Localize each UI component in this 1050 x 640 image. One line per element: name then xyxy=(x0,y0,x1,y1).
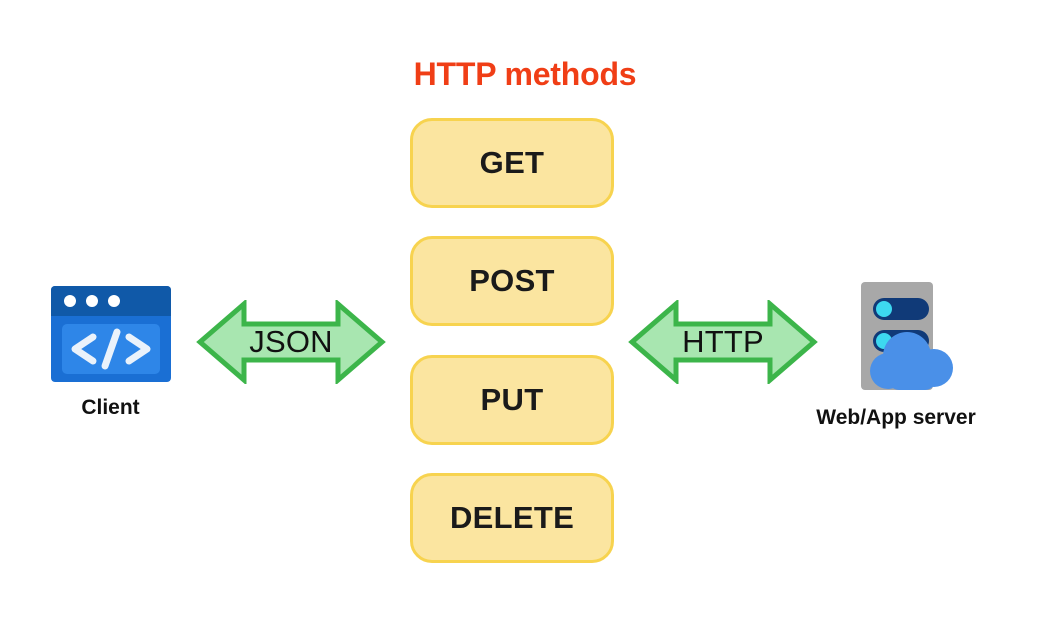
method-box-put[interactable]: PUT xyxy=(410,355,614,445)
server-node: Web/App server xyxy=(778,276,1014,430)
method-label: DELETE xyxy=(449,500,575,535)
method-label: GET xyxy=(479,145,545,180)
method-box-post[interactable]: POST xyxy=(410,236,614,326)
browser-code-icon xyxy=(50,286,171,382)
json-arrow: JSON xyxy=(196,300,386,384)
server-cloud-icon xyxy=(861,282,953,390)
page-title: HTTP methods xyxy=(413,56,637,92)
http-arrow-label: HTTP xyxy=(682,324,764,359)
client-node: Client xyxy=(38,286,183,420)
server-label: Web/App server xyxy=(816,406,976,429)
http-arrow: HTTP xyxy=(628,300,818,384)
method-label: POST xyxy=(469,263,555,298)
method-box-get[interactable]: GET xyxy=(410,118,614,208)
method-box-delete[interactable]: DELETE xyxy=(410,473,614,563)
method-label: PUT xyxy=(480,382,544,417)
json-arrow-label: JSON xyxy=(249,324,333,359)
client-label: Client xyxy=(81,396,140,419)
